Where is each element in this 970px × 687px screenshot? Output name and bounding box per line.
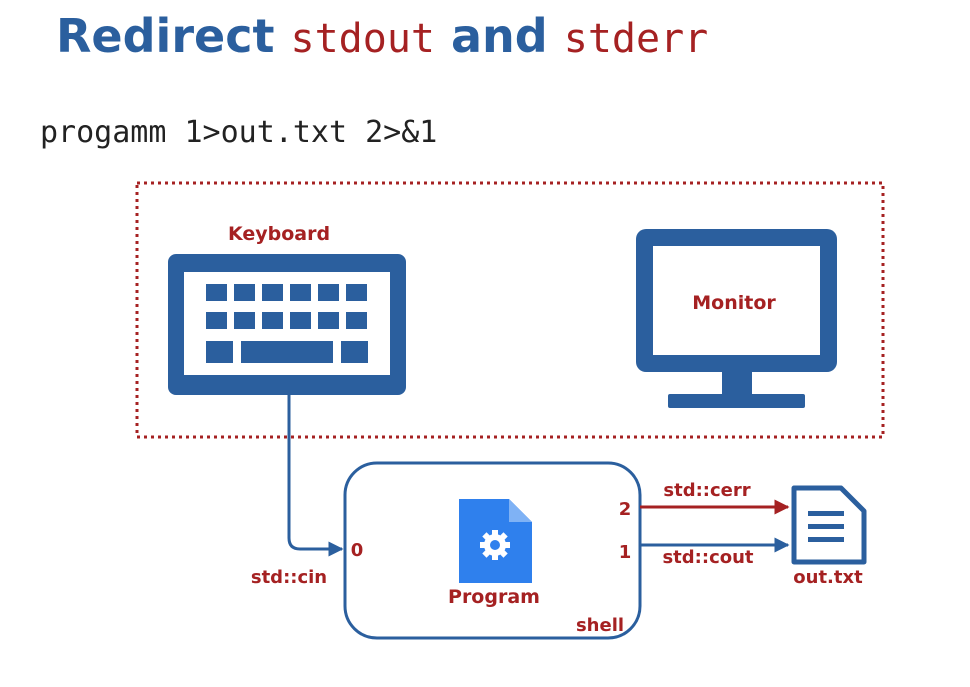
slide-title: Redirect stdout and stderr <box>56 8 708 67</box>
file-label: out.txt <box>793 567 863 588</box>
monitor-icon <box>636 229 837 408</box>
terminal-region <box>135 181 885 439</box>
keyboard-icon <box>168 254 406 395</box>
title-word-stdout: stdout <box>290 16 435 62</box>
stdin-fd-label: 0 <box>351 540 364 561</box>
title-word-and: and <box>451 9 548 63</box>
command-line: progamm 1>out.txt 2>&1 <box>40 115 438 150</box>
stderr-fd-label: 2 <box>619 499 632 520</box>
file-icon <box>791 485 867 565</box>
stderr-label: std::cerr <box>663 480 750 501</box>
program-label: Program <box>448 586 540 608</box>
stdout-label: std::cout <box>662 547 753 568</box>
title-word-redirect: Redirect <box>56 9 275 63</box>
stdin-label: std::cin <box>251 567 327 588</box>
shell-label: shell <box>576 615 624 636</box>
stdin-arrow <box>287 395 344 557</box>
program-icon <box>459 499 532 583</box>
monitor-label: Monitor <box>692 292 776 314</box>
stdout-fd-label: 1 <box>619 542 632 563</box>
keyboard-label: Keyboard <box>228 223 330 245</box>
title-word-stderr: stderr <box>563 16 709 62</box>
